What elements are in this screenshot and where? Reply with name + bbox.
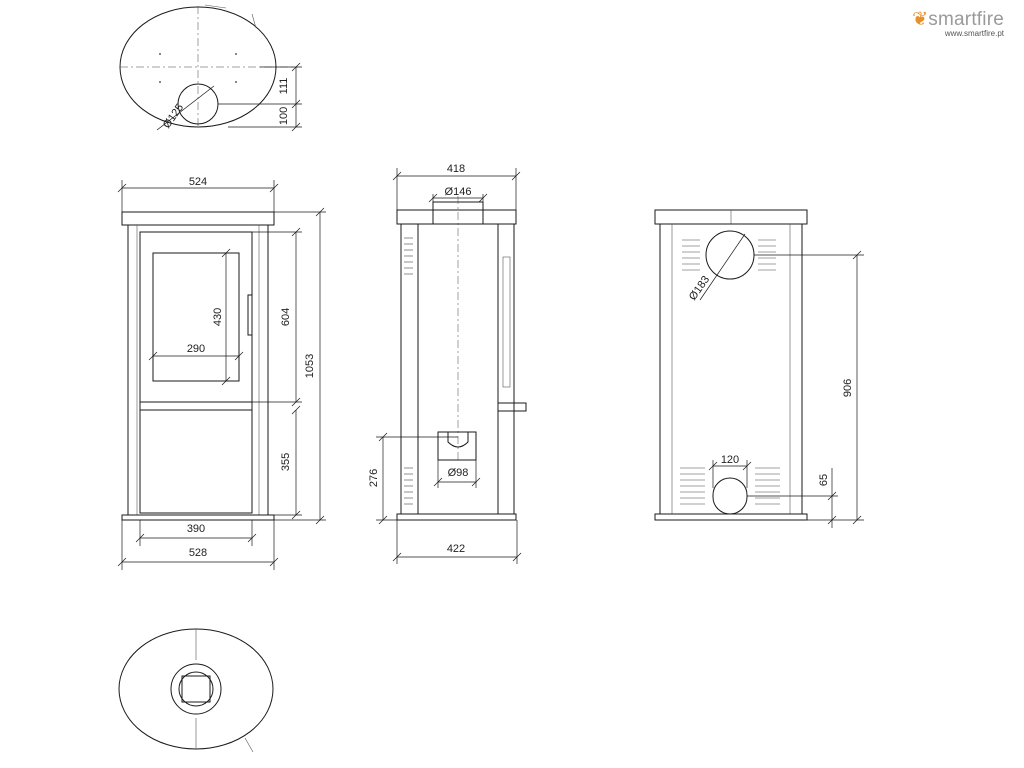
dim-front-window-width: 290 bbox=[187, 343, 205, 355]
back-lower-vents bbox=[680, 467, 780, 505]
front-window bbox=[152, 252, 240, 382]
top-flue-diameter-line bbox=[156, 85, 215, 131]
back-air-inlet bbox=[712, 477, 748, 515]
bottom-inlet-square bbox=[181, 675, 211, 703]
front-ash-lip bbox=[139, 401, 253, 411]
dim-side-flue-diameter: Ø146 bbox=[445, 186, 472, 198]
front-lower-door bbox=[139, 409, 253, 514]
back-upper-vents bbox=[682, 239, 776, 271]
dim-front-door-height: 604 bbox=[280, 308, 292, 326]
front-base bbox=[121, 514, 275, 521]
dim-front-base-inner-width: 390 bbox=[187, 523, 205, 535]
front-top-plate bbox=[121, 211, 275, 226]
dim-back-inlet-height: 65 bbox=[818, 474, 830, 486]
side-door-profile bbox=[502, 256, 511, 388]
dim-side-base-depth: 422 bbox=[447, 543, 465, 555]
back-flue-circle bbox=[705, 230, 755, 280]
bottom-view bbox=[118, 628, 274, 753]
door-handle bbox=[247, 294, 253, 336]
back-body bbox=[659, 223, 803, 515]
side-view: 418 Ø146 276 Ø98 422 bbox=[368, 163, 527, 564]
dim-back-inlet-width: 120 bbox=[721, 454, 739, 466]
dim-front-total-height: 1053 bbox=[304, 354, 316, 378]
brand-url: www.smartfire.pt bbox=[944, 29, 1004, 38]
front-body bbox=[127, 224, 269, 516]
dim-top-offset-lower: 100 bbox=[278, 107, 290, 125]
bottom-outer-ring bbox=[170, 663, 222, 715]
side-top-plate bbox=[396, 209, 517, 225]
dim-front-top-width: 524 bbox=[189, 176, 207, 188]
front-view: 524 430 290 604 1053 355 390 bbox=[117, 176, 326, 570]
back-base bbox=[654, 513, 808, 521]
dim-top-offset-upper: 111 bbox=[278, 78, 290, 95]
front-door bbox=[139, 231, 253, 403]
dim-side-top-depth: 418 bbox=[447, 163, 465, 175]
dim-front-base-width: 528 bbox=[189, 547, 207, 559]
bottom-inner-ring bbox=[178, 671, 214, 707]
dim-side-air-inlet-diameter: Ø98 bbox=[448, 467, 469, 479]
side-base bbox=[396, 513, 517, 521]
back-view: Ø183 906 120 65 bbox=[654, 209, 864, 528]
dim-back-flue-height: 906 bbox=[842, 379, 854, 397]
side-handle bbox=[497, 402, 527, 412]
top-view: Ø125 111 100 bbox=[119, 4, 302, 132]
flame-icon: ❦ bbox=[912, 9, 929, 30]
dim-front-window-height: 430 bbox=[212, 308, 224, 326]
brand-logo-block: ❦smartfire www.smartfire.pt bbox=[912, 8, 1004, 38]
dim-side-air-inlet-height: 276 bbox=[368, 469, 380, 487]
brand-logo: ❦smartfire bbox=[912, 9, 1004, 30]
dim-front-lower-height: 355 bbox=[280, 453, 292, 471]
side-air-inlet bbox=[437, 431, 477, 461]
